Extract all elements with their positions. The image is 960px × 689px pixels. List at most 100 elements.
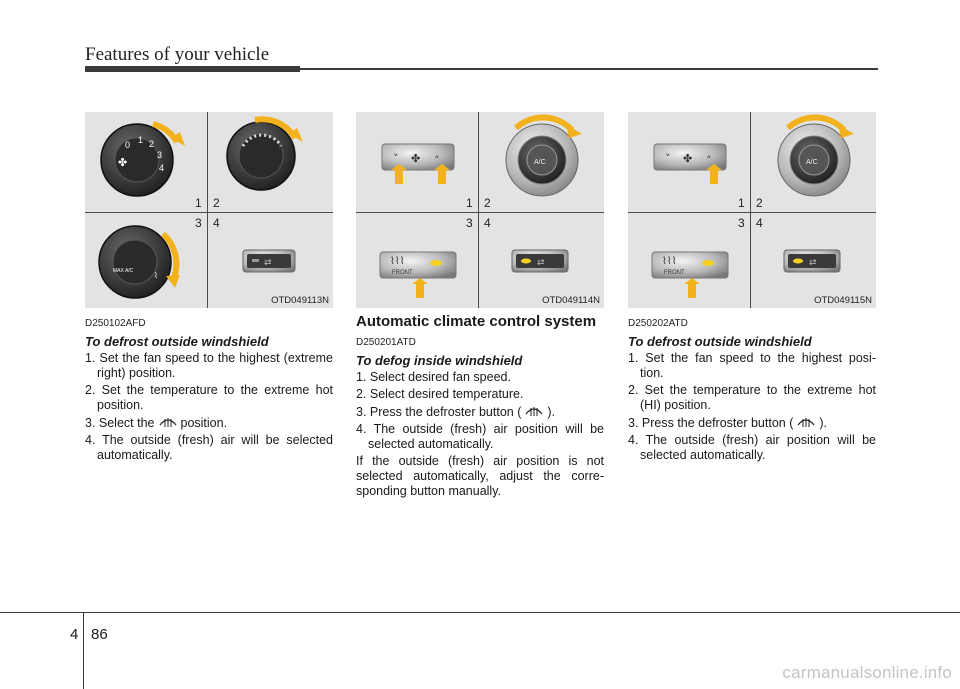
temperature-knob: A/C: [505, 123, 579, 197]
section-title: Automatic climate control system: [356, 313, 597, 330]
press-arrow-fan-up: [434, 164, 450, 184]
figure-manual-climate-controls: 0 1 2 3 4 ✤ MAX A/C ⌇: [85, 112, 333, 308]
step-text: 3. Press the defroster button (: [356, 405, 522, 419]
section-code: D250202ATD: [628, 318, 688, 329]
step-item: 2. Set the temperature to the extreme ho…: [628, 383, 876, 412]
figure-divider-horizontal: [356, 212, 604, 213]
watermark: carmanualsonline.info: [782, 663, 952, 682]
quadrant-label-3: 3: [466, 216, 473, 230]
figure-code: OTD049115N: [814, 295, 872, 306]
front-button-label: FRONT: [392, 270, 413, 276]
figure-3-illustration: ˅ ✤ ˄ A/C ⌇⌇⌇ FRONT ⇄: [651, 114, 854, 298]
step-text: ).: [547, 405, 556, 419]
car-recirculation-icon: ⇄: [264, 258, 272, 268]
car-recirculation-icon: ⇄: [809, 258, 817, 268]
step-item: 1. Set the fan speed to the highest (ext…: [85, 351, 333, 380]
step-text: ).: [819, 416, 828, 430]
rotation-arrow: [160, 231, 180, 282]
step-item: 1. Select desired fan speed.: [356, 370, 511, 384]
figure-divider-horizontal: [85, 212, 333, 213]
fan-speed-dial: 0 1 2 3 4 ✤: [100, 123, 174, 197]
section-subheading: To defrost outside windshield: [85, 334, 269, 349]
step-text: 3. Press the defroster button (: [628, 416, 794, 430]
indicator-light: [702, 260, 714, 266]
section-code: D250201ATD: [356, 337, 416, 348]
quadrant-label-4: 4: [756, 216, 763, 230]
section-code: D250102AFD: [85, 318, 146, 329]
step-text: 3. Select the: [85, 416, 155, 430]
front-defroster-button: ⌇⌇⌇ FRONT: [379, 251, 457, 279]
defrost-icon: ⌇: [154, 271, 158, 280]
press-arrow-fan-down: [391, 164, 407, 184]
note-paragraph: If the outside (fresh) air position is n…: [356, 454, 604, 498]
quadrant-label-1: 1: [195, 196, 202, 210]
figure-divider-vertical: [207, 112, 208, 308]
fan-icon: ✤: [683, 152, 692, 165]
fan-icon: ✤: [118, 156, 127, 169]
step-item: 4. The outside (fresh) air position will…: [628, 433, 876, 462]
section-subheading: To defrost outside windshield: [628, 334, 812, 349]
header-rule-thin: [300, 68, 878, 70]
knob-ac-label: A/C: [534, 159, 546, 166]
quadrant-label-1: 1: [466, 196, 473, 210]
recirculation-button: ⇄: [783, 249, 841, 273]
figure-divider-vertical: [478, 112, 479, 308]
knob-ac-label: A/C: [806, 159, 818, 166]
temperature-dial: [226, 121, 296, 191]
fan-up-chevron-icon: ˄: [434, 154, 440, 167]
recirculation-button: ⇄: [511, 249, 569, 273]
step-item: 2. Select desired temperature.: [356, 387, 524, 401]
step-list: 1. Set the fan speed to the highest (ext…: [85, 351, 333, 463]
header-rule-thick: [85, 66, 300, 72]
defrost-icon: [159, 418, 176, 427]
figure-1-illustration: 0 1 2 3 4 ✤ MAX A/C ⌇: [98, 116, 303, 299]
figure-code: OTD049114N: [542, 295, 600, 306]
fan-icon: ✤: [411, 152, 420, 165]
indicator-light: [430, 260, 442, 266]
column-manual-defrost: D250102AFD To defrost outside windshield…: [85, 316, 333, 465]
fan-up-chevron-icon: ˄: [706, 154, 712, 167]
footer-rule-horizontal: [0, 612, 960, 613]
figure-2-illustration: ˅ ✤ ˄ A/C ⌇⌇⌇ FRONT ⇄: [379, 114, 582, 298]
dial-number-3: 3: [157, 150, 162, 160]
fan-speed-buttons: ˅ ✤ ˄: [381, 143, 455, 171]
step-item: 3. Press the defroster button ().: [628, 415, 876, 431]
quadrant-label-4: 4: [484, 216, 491, 230]
footer-rule-vertical: [83, 612, 84, 689]
step-list: 1. Select desired fan speed. 2. Select d…: [356, 370, 604, 452]
dial-number-0: 0: [125, 140, 130, 150]
quadrant-label-4: 4: [213, 216, 220, 230]
step-item: 4. The outside (fresh) air position will…: [356, 422, 604, 451]
page-title: Features of your vehicle: [85, 44, 270, 65]
temperature-knob: A/C: [777, 123, 851, 197]
mode-label-max-ac: MAX A/C: [113, 268, 134, 274]
press-arrow-defrost: [684, 278, 700, 298]
chapter-number: 4: [70, 626, 79, 643]
defrost-icon: ⌇⌇⌇: [390, 256, 405, 267]
column-automatic-defrost: D250202ATD To defrost outside windshield…: [628, 316, 876, 465]
figure-automatic-climate-defog: ˅ ✤ ˄ A/C ⌇⌇⌇ FRONT ⇄ 1 2 3 4: [356, 112, 604, 308]
dial-number-2: 2: [149, 139, 154, 149]
figure-code: OTD049113N: [271, 295, 329, 306]
recirculation-button: ⇄: [242, 249, 296, 273]
defrost-icon: [525, 407, 543, 416]
fan-down-chevron-icon: ˅: [393, 152, 399, 165]
step-item: 3. Select the position.: [85, 415, 333, 431]
quadrant-label-1: 1: [738, 196, 745, 210]
fan-speed-buttons: ˅ ✤ ˄: [653, 143, 727, 171]
step-item: 3. Press the defroster button ().: [356, 404, 604, 420]
defrost-icon: [797, 418, 815, 427]
step-item: 2. Set the temperature to the extreme ho…: [85, 383, 333, 412]
dial-number-1: 1: [138, 135, 143, 145]
quadrant-label-2: 2: [756, 196, 763, 210]
step-item: 4. The outside (fresh) air will be selec…: [85, 433, 333, 462]
page-number: 86: [91, 626, 108, 643]
quadrant-label-2: 2: [213, 196, 220, 210]
front-defroster-button: ⌇⌇⌇ FRONT: [651, 251, 729, 279]
quadrant-label-3: 3: [195, 216, 202, 230]
mode-selector-dial: MAX A/C ⌇: [98, 225, 172, 299]
press-arrow-defrost: [412, 278, 428, 298]
step-text: position.: [180, 416, 228, 430]
quadrant-label-3: 3: [738, 216, 745, 230]
press-arrow-fan-up: [706, 164, 722, 184]
